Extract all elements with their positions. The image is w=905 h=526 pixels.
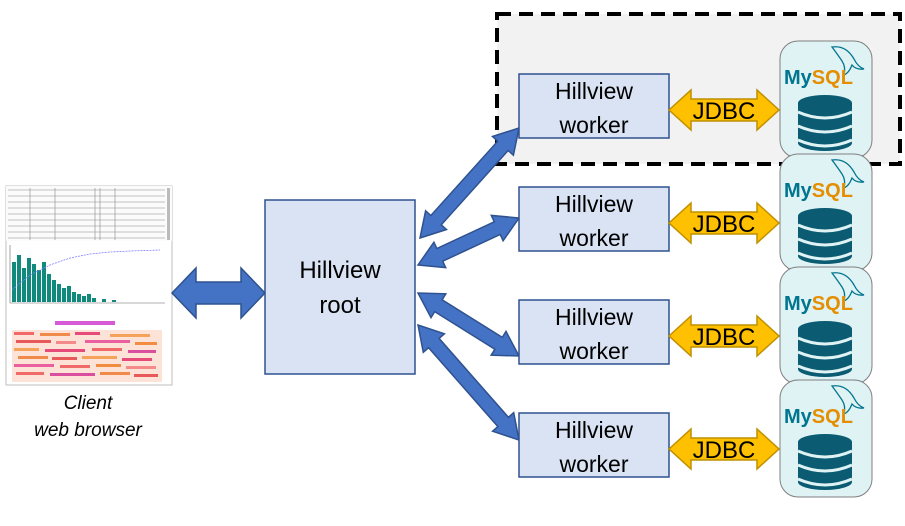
root-worker-arrows [416,126,521,442]
mysql-database-icon: MySQL [779,153,873,272]
worker-label-line1: Hillview [555,191,633,217]
worker-row: Hillview worker JDBC MySQL [518,40,873,159]
jdbc-arrow [667,427,781,471]
mysql-logo-text: MySQL [784,406,853,428]
worker-node [518,412,670,478]
database-cylinder-icon [797,321,853,377]
jdbc-label: JDBC [693,211,756,238]
worker-label-line2: worker [558,112,628,138]
jdbc-label: JDBC [693,324,756,351]
database-cylinder-icon [797,95,853,151]
database-cylinder-icon [797,208,853,264]
jdbc-arrow [667,314,781,358]
worker-node [518,73,670,139]
database-cylinder-icon [797,434,853,490]
worker-label-line1: Hillview [555,417,633,443]
jdbc-label: JDBC [693,437,756,464]
worker-label-line1: Hillview [555,78,633,104]
jdbc-label: JDBC [693,98,756,125]
client-root-arrow [170,266,267,320]
worker-node [518,299,670,365]
mysql-logo-text: MySQL [784,180,853,202]
worker-label-line1: Hillview [555,304,633,330]
mysql-database-icon: MySQL [779,40,873,159]
client-caption-line1: Client [64,393,113,414]
root-label-line2: root [319,292,361,319]
worker-row: Hillview worker JDBC MySQL [518,379,873,498]
root-label-line1: Hillview [299,257,381,284]
mysql-logo-text: MySQL [784,293,853,315]
mysql-database-icon: MySQL [779,379,873,498]
client-caption-line2: web browser [34,420,142,441]
mysql-database-icon: MySQL [779,266,873,385]
worker-label-line2: worker [558,451,628,477]
worker-label-line2: worker [558,225,628,251]
root-node [264,199,416,375]
worker-row: Hillview worker JDBC MySQL [518,266,873,385]
worker-row: Hillview worker JDBC MySQL [518,153,873,272]
jdbc-arrow [667,201,781,245]
worker-label-line2: worker [558,338,628,364]
mysql-logo-text: MySQL [784,67,853,89]
worker-node [518,186,670,252]
jdbc-arrow [667,88,781,132]
browser-screenshot [5,185,173,386]
